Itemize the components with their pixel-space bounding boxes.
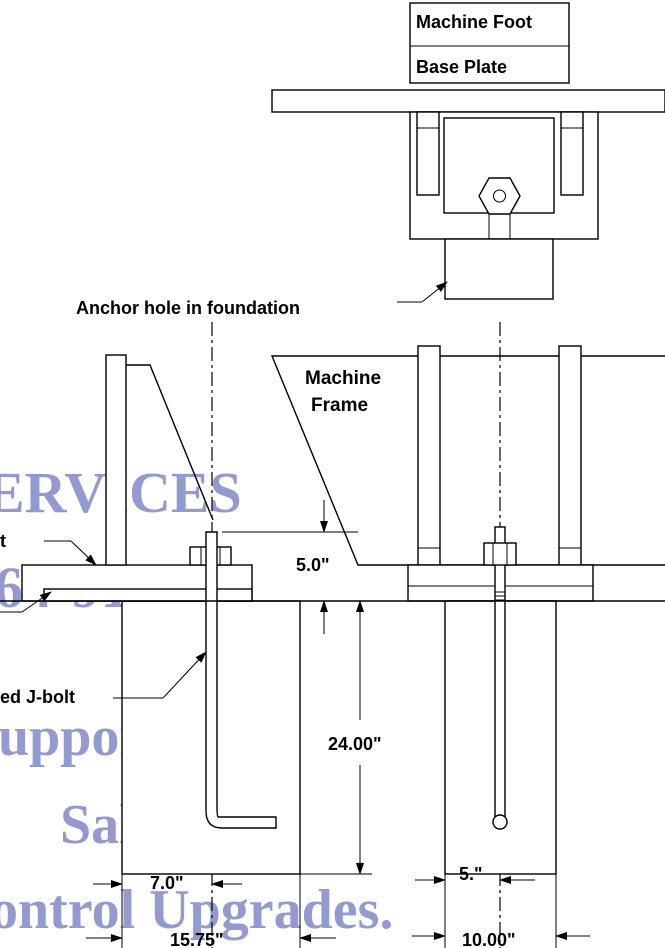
foundation-depth-dimension: 24.00" — [328, 734, 382, 754]
base-plate-label: Base Plate — [416, 57, 507, 77]
base-plate-bar — [271, 89, 665, 113]
frame-left-post — [417, 345, 441, 566]
edge-offset-dimension: 7.0" — [150, 873, 184, 893]
left-edge-leader-arrow — [70, 540, 97, 566]
rod-end-hole — [492, 814, 508, 830]
anchor-hole-leader-arrow — [421, 281, 448, 303]
base-width-dimension: 10.00" — [462, 930, 516, 948]
j-bolt-leader-arrow — [162, 651, 207, 699]
right-section-view: Machine Frame — [270, 345, 665, 875]
foot-left-slot — [416, 111, 440, 196]
grout-leader-arrow — [21, 591, 52, 613]
j-bolt — [205, 531, 277, 829]
bolt-projection-dimension: 5.0" — [296, 555, 330, 575]
left-section-view: t ed J-bolt — [0, 354, 301, 875]
foundation-width-dimension: 15.75" — [170, 930, 224, 948]
anchor-hole-top-view — [444, 238, 554, 300]
left-edge-label: t — [0, 531, 6, 551]
anchor-rod-right — [494, 526, 506, 823]
machine-frame-label-1: Machine — [305, 368, 381, 389]
machine-foot-label-box — [409, 2, 570, 84]
top-detail-view: Machine Foot Base Plate Anchor hole in f… — [76, 2, 665, 318]
frame-right-post — [558, 345, 582, 566]
foot-right-slot — [560, 111, 584, 196]
grout-shim-left — [43, 588, 253, 602]
machine-frame-label-2: Frame — [311, 395, 368, 416]
bolt-hole-top-view — [493, 189, 506, 203]
anchor-hole-label: Anchor hole in foundation — [76, 298, 300, 318]
bolt-offset-dimension: 5." — [459, 864, 483, 884]
dimensions: 5.0" 24.00" 7.0" 15.75" 5." 10.00" — [86, 500, 590, 948]
machine-foot-label: Machine Foot — [416, 12, 532, 32]
watermark-line-5: ontrol Upgrades. — [0, 879, 393, 941]
gusset-left — [126, 364, 214, 521]
j-bolt-label: ed J-bolt — [0, 687, 75, 707]
hex-nut-right — [483, 542, 517, 566]
vertical-web-left — [105, 354, 127, 566]
